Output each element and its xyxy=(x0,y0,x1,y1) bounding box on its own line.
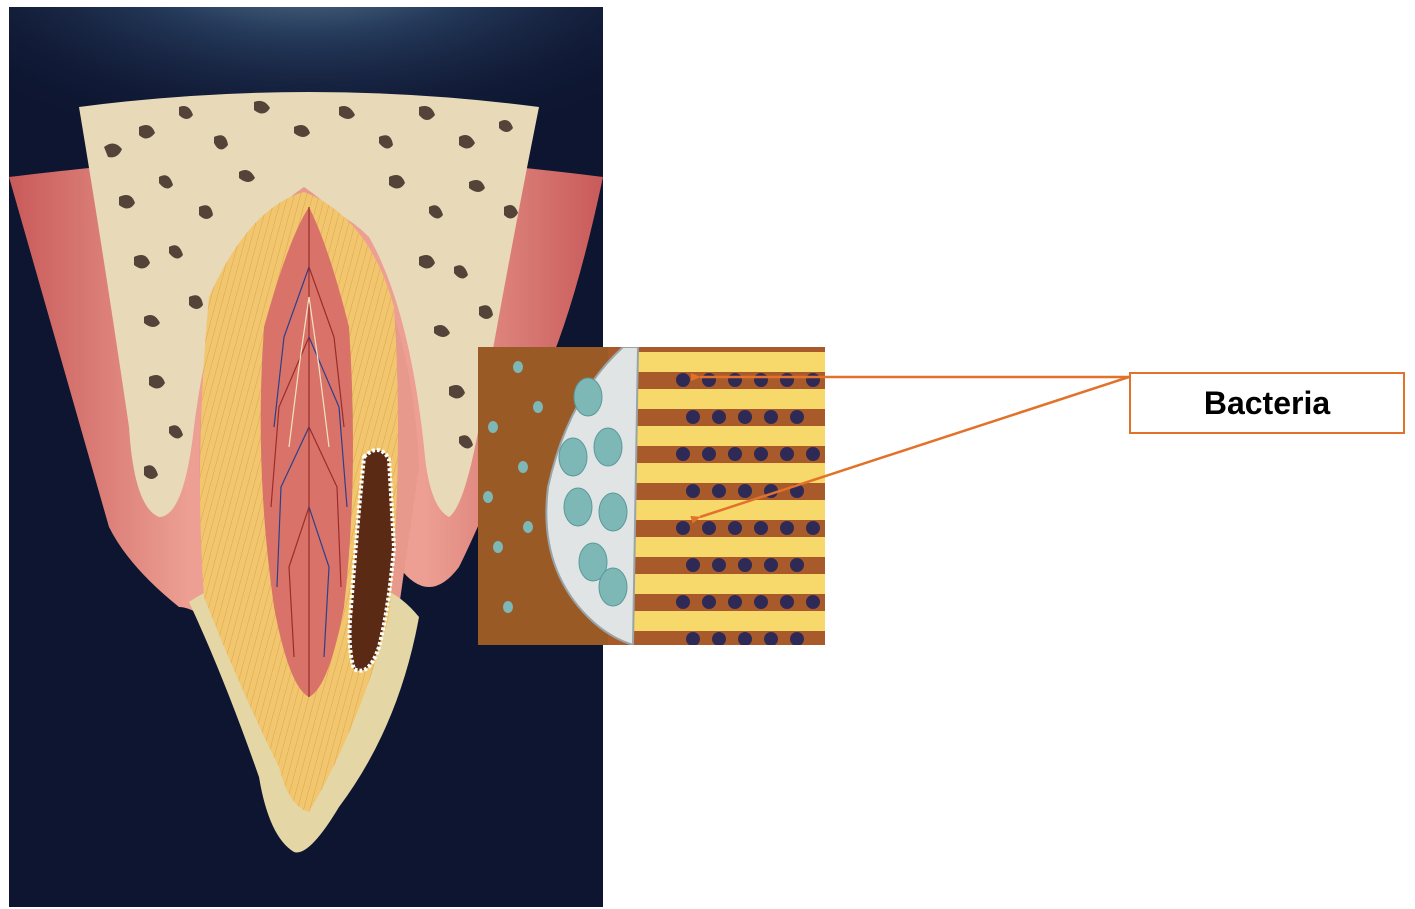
tissue-cell xyxy=(523,521,533,533)
bacterium xyxy=(712,558,726,572)
osteoclast-nucleus xyxy=(564,488,592,526)
tissue-cell xyxy=(493,541,503,553)
osteoclast-nucleus xyxy=(599,568,627,606)
tissue-cell xyxy=(533,401,543,413)
osteoclast-nucleus xyxy=(559,438,587,476)
bacterium xyxy=(738,484,752,498)
bacterium xyxy=(728,373,742,387)
tissue-cell xyxy=(483,491,493,503)
bacterium xyxy=(806,447,820,461)
bacterium xyxy=(702,373,716,387)
bacterium xyxy=(676,521,690,535)
tubule-stripe xyxy=(628,611,825,631)
bacterium xyxy=(754,595,768,609)
osteoclast-nucleus xyxy=(599,493,627,531)
bacterium xyxy=(790,410,804,424)
bacterium xyxy=(806,595,820,609)
bacterium xyxy=(712,410,726,424)
bacteria-label: Bacteria xyxy=(1204,385,1330,422)
tubule-stripe xyxy=(628,389,825,409)
bacterium xyxy=(780,595,794,609)
bacteria-label-box: Bacteria xyxy=(1129,372,1405,434)
bacterium xyxy=(780,521,794,535)
bacterium xyxy=(790,484,804,498)
bacterium xyxy=(686,484,700,498)
bacterium xyxy=(780,447,794,461)
tubule-stripe xyxy=(628,463,825,483)
tubule-stripe xyxy=(628,537,825,557)
bacterium xyxy=(780,373,794,387)
bacterium xyxy=(676,373,690,387)
bacterium xyxy=(712,484,726,498)
osteoclast-nucleus xyxy=(594,428,622,466)
bacterium xyxy=(764,410,778,424)
magnified-dentin-inset xyxy=(478,347,825,645)
bacterium xyxy=(754,447,768,461)
bacterium xyxy=(754,373,768,387)
tissue-cell xyxy=(488,421,498,433)
tubule-stripe xyxy=(628,500,825,520)
bacterium xyxy=(728,521,742,535)
tissue-cell xyxy=(503,601,513,613)
bacterium xyxy=(754,521,768,535)
bacterium xyxy=(686,410,700,424)
bacterium xyxy=(764,484,778,498)
tubule-stripe xyxy=(628,426,825,446)
bacterium xyxy=(728,595,742,609)
tubule-stripe xyxy=(628,574,825,594)
bacterium xyxy=(702,447,716,461)
bacterium xyxy=(728,447,742,461)
bacterium xyxy=(790,558,804,572)
bacterium xyxy=(806,521,820,535)
tissue-cell xyxy=(518,461,528,473)
bacterium xyxy=(738,558,752,572)
bacterium xyxy=(702,521,716,535)
tissue-cell xyxy=(513,361,523,373)
tubule-stripe xyxy=(628,352,825,372)
bacterium xyxy=(806,373,820,387)
bacterium xyxy=(686,558,700,572)
bacterium xyxy=(676,595,690,609)
osteoclast-nucleus xyxy=(574,378,602,416)
magnified-dentin-svg xyxy=(478,347,825,645)
bacterium xyxy=(702,595,716,609)
bacterium xyxy=(738,410,752,424)
bacterium xyxy=(676,447,690,461)
bacterium xyxy=(764,558,778,572)
